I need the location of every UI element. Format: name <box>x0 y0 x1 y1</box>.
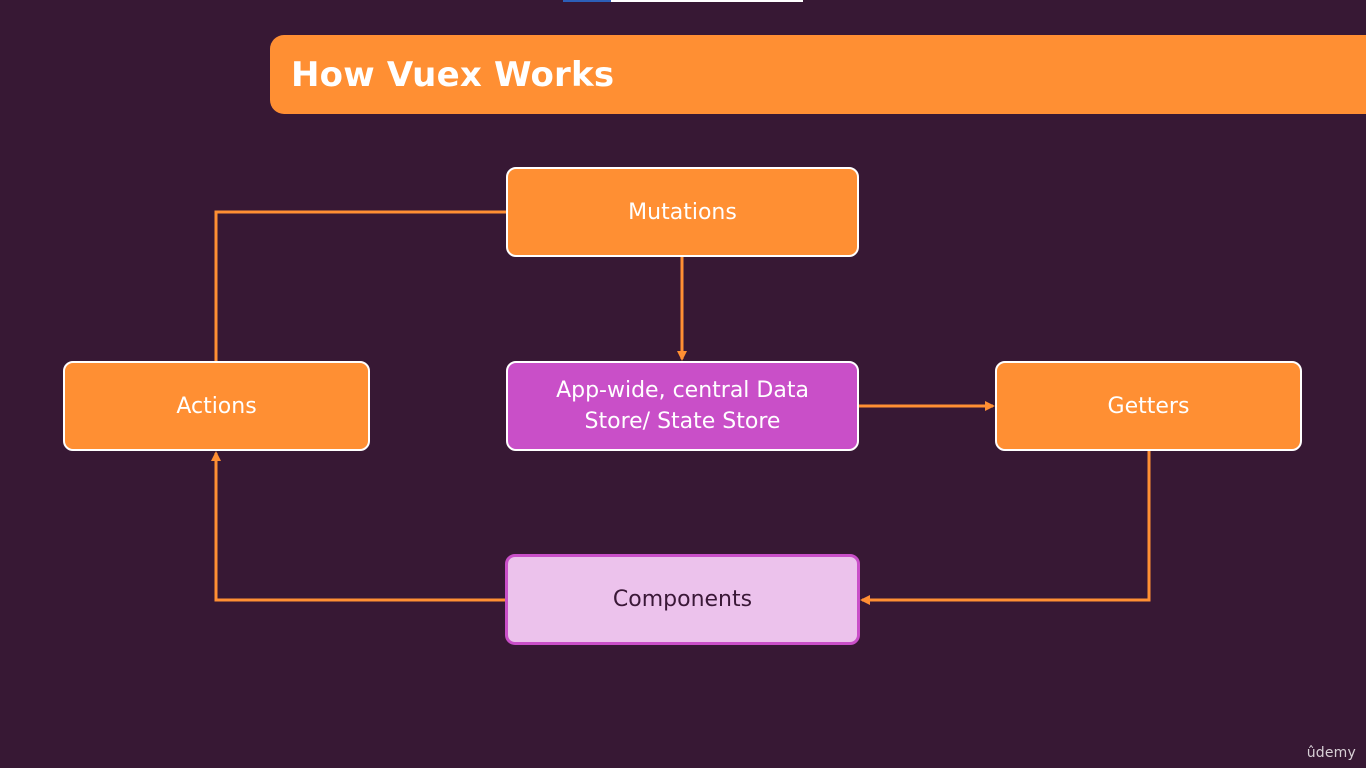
video-progress-bar[interactable] <box>563 0 803 2</box>
actions-node: Actions <box>63 361 370 451</box>
title-banner: How Vuex Works <box>270 35 1366 114</box>
line-actions-to-mutations <box>214 210 506 361</box>
getters-label: Getters <box>1107 393 1190 419</box>
slide-title: How Vuex Works <box>291 54 615 95</box>
mutations-node: Mutations <box>506 167 859 257</box>
getters-node: Getters <box>995 361 1302 451</box>
arrow-getters-to-components <box>860 451 1151 605</box>
arrow-components-to-actions <box>211 451 505 602</box>
video-progress-fill <box>563 0 611 2</box>
mutations-label: Mutations <box>628 199 737 225</box>
actions-label: Actions <box>176 393 257 419</box>
components-node: Components <box>505 554 860 645</box>
state-store-label: App-wide, central Data Store/ State Stor… <box>556 378 809 434</box>
state-store-node: App-wide, central Data Store/ State Stor… <box>506 361 859 451</box>
udemy-logo: ûdemy <box>1306 745 1356 761</box>
components-label: Components <box>612 587 753 612</box>
